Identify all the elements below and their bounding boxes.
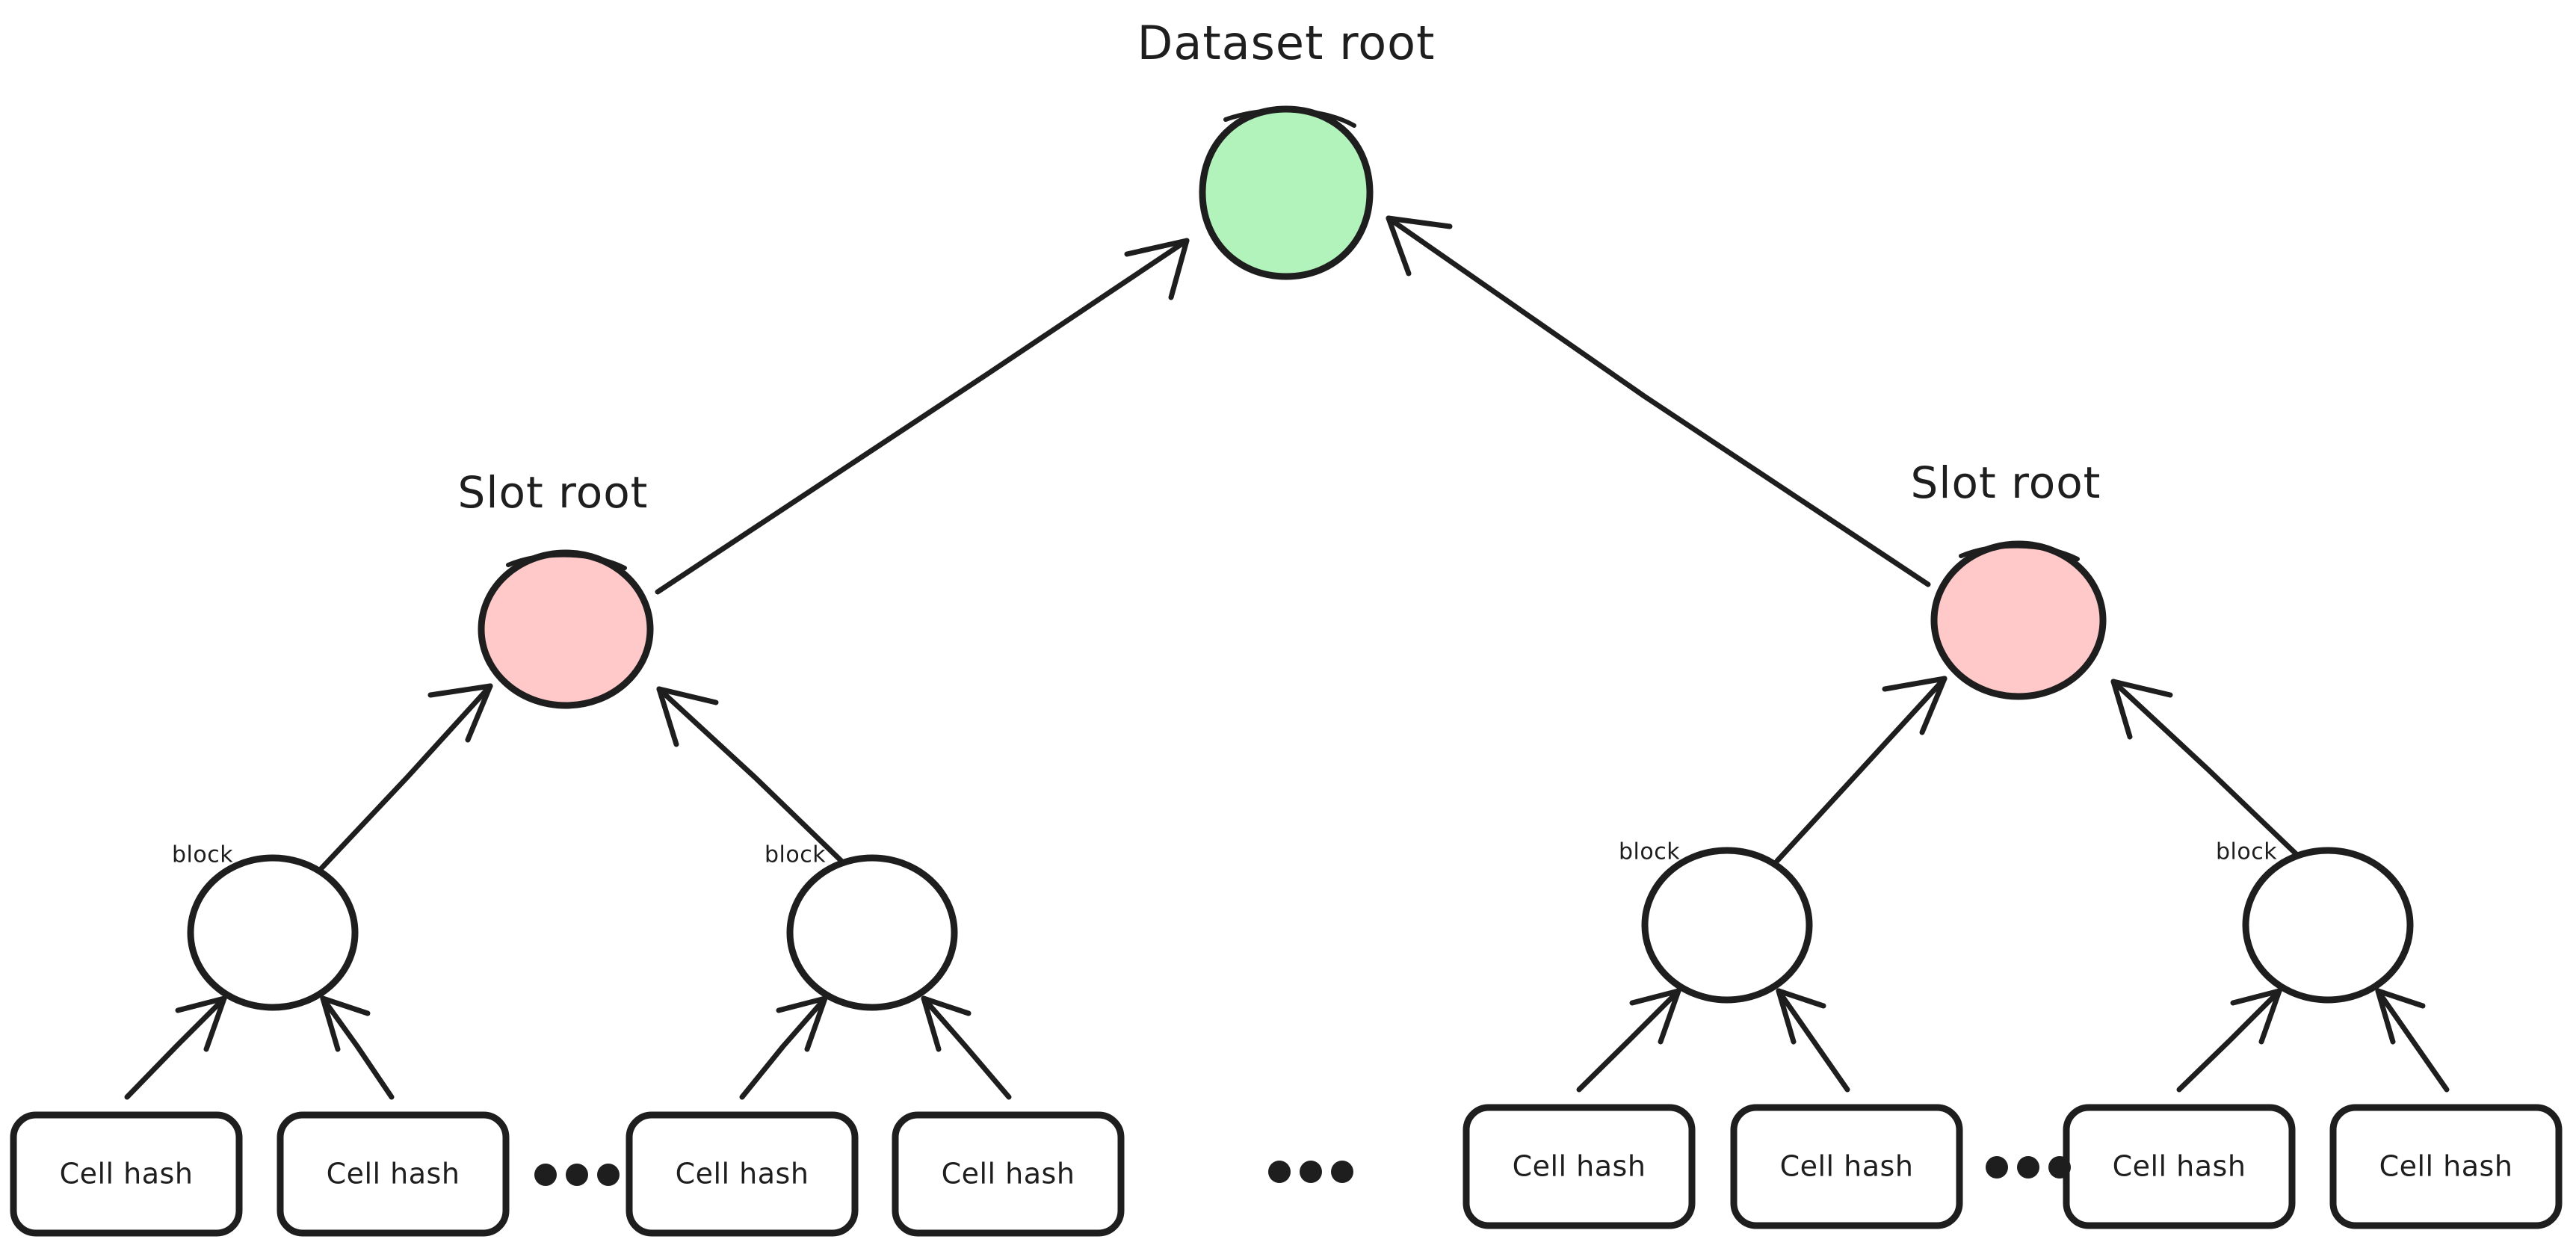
slot-root-left-sketch-overstroke — [506, 552, 627, 570]
edge-cell-6-to-block-3 — [1776, 988, 1850, 1093]
cells-ellipsis-left — [534, 1164, 620, 1186]
cell-hash-box[interactable] — [10, 1111, 243, 1237]
dataset-root-ellipse[interactable] — [1199, 105, 1374, 280]
cells-ellipsis-right — [1986, 1156, 2071, 1179]
edge-slot-right-to-dataset-root — [1386, 215, 1931, 587]
edge-cell-5-to-block-3 — [1576, 988, 1681, 1093]
cell-hash-box[interactable] — [2329, 1104, 2563, 1229]
node-block-4[interactable] — [2242, 847, 2414, 1004]
cell-hash-label: Cell hash — [2379, 1150, 2513, 1183]
cell-hash-label: Cell hash — [942, 1158, 1075, 1190]
slot-root-right-ellipse[interactable] — [1930, 540, 2107, 700]
block-label-4: block — [2216, 839, 2277, 865]
block-4-ellipse[interactable] — [2242, 847, 2414, 1004]
node-dataset-root[interactable] — [1199, 105, 1374, 280]
edge-cell-7-to-block-4 — [2176, 988, 2282, 1093]
edge-block-4-to-slot-root-right — [2110, 679, 2303, 861]
block-1-ellipse[interactable] — [187, 854, 359, 1011]
block-label-2: block — [765, 842, 826, 868]
edge-cell-8-to-block-4 — [2375, 988, 2450, 1093]
block-2-ellipse[interactable] — [786, 854, 958, 1011]
block-3-ellipse[interactable] — [1641, 847, 1813, 1004]
slot-root-right-sketch-overstroke — [1959, 543, 2080, 561]
edge-cell-1-to-block-1 — [124, 995, 227, 1100]
edge-cell-4-to-block-2 — [921, 995, 1012, 1100]
dataset-root-sketch-overstroke — [1223, 108, 1356, 128]
cell-hash-label: Cell hash — [1513, 1150, 1646, 1183]
cell-hash-box[interactable] — [277, 1111, 510, 1237]
block-label-1: block — [172, 842, 233, 868]
block-label-3: block — [1619, 839, 1680, 865]
slot-root-left-ellipse[interactable] — [478, 549, 654, 709]
edge-slot-left-to-dataset-root — [655, 238, 1190, 595]
cell-hash-label: Cell hash — [1780, 1150, 1914, 1183]
edges-layer — [124, 215, 2450, 1100]
cell-hash-label: Cell hash — [676, 1158, 809, 1190]
slot-root-label-right: Slot root — [1911, 457, 2101, 508]
cell-hash-box[interactable] — [892, 1111, 1125, 1237]
edge-cell-3-to-block-2 — [739, 995, 828, 1100]
edge-block-1-to-slot-root-left — [318, 683, 493, 871]
cell-hash-label: Cell hash — [327, 1158, 460, 1190]
node-block-2[interactable] — [786, 854, 958, 1011]
cell-hash-box[interactable] — [1730, 1104, 1963, 1229]
dataset-root-label: Dataset root — [1137, 16, 1436, 70]
node-slot-root-left[interactable] — [478, 549, 654, 709]
slot-root-label-left: Slot root — [458, 467, 649, 518]
cell-hash-box[interactable] — [626, 1111, 859, 1237]
cell-hash-box[interactable] — [1462, 1104, 1696, 1229]
node-slot-root-right[interactable] — [1930, 540, 2107, 700]
cell-hash-label: Cell hash — [60, 1158, 194, 1190]
node-block-1[interactable] — [187, 854, 359, 1011]
edge-block-2-to-slot-root-left — [656, 686, 849, 868]
node-block-3[interactable] — [1641, 847, 1813, 1004]
slots-ellipsis-middle — [1268, 1161, 1353, 1183]
edge-cell-2-to-block-1 — [320, 995, 395, 1100]
cell-hash-label: Cell hash — [2113, 1150, 2246, 1183]
edge-block-3-to-slot-root-right — [1774, 676, 1948, 864]
